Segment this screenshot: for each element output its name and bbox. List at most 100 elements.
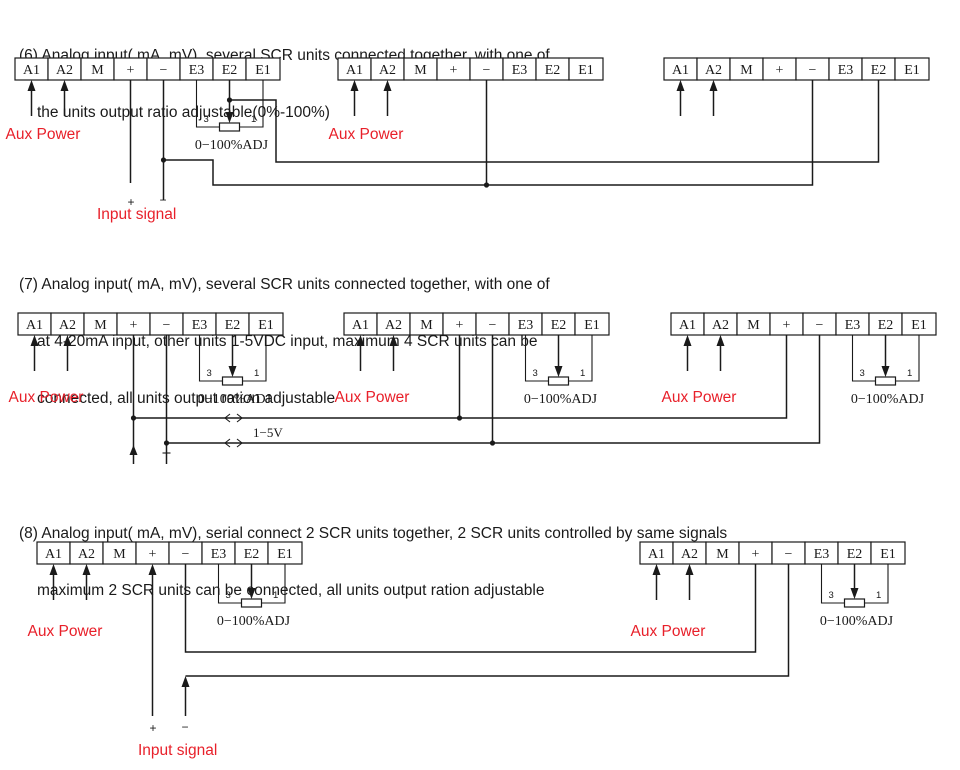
s6-unit3-terminal-7-box: [894, 57, 930, 81]
s6-e2-chain: [229, 80, 880, 163]
s6-plus-sign: +: [128, 195, 135, 209]
s7-unit1-pot-pin1: 1: [254, 368, 259, 379]
s6-unit1-aux-power-label: Aux Power: [6, 126, 81, 143]
s7-volt-label: 1−5V: [253, 425, 283, 440]
s8-unit2-terminal-5-label: E3: [814, 547, 830, 562]
s7-unit3-terminal-0-label: A1: [679, 318, 696, 333]
s7-unit2-terminal-5-label: E3: [518, 318, 534, 333]
s7-unit1-terminal-6-label: E2: [225, 318, 241, 333]
s6-unit1-terminal-3-label: +: [127, 63, 135, 78]
s7-unit2-pot-pin1: 1: [580, 368, 585, 379]
s8-unit1-terminal-7-label: E1: [277, 547, 293, 562]
s7-minus-junction: [163, 440, 170, 446]
s7-plus-bus: [133, 335, 788, 419]
s7-unit3-adj-label: 0−100%ADJ: [851, 392, 925, 407]
s6-minus-sign: −: [160, 193, 167, 207]
s8-unit1-a1-arrow-head: [49, 564, 58, 575]
s6-unit3-terminal-0-label: A1: [672, 63, 689, 78]
s6-unit2-terminal-6-label: E2: [545, 63, 561, 78]
s8-unit2-terminal-7-label: E1: [880, 547, 896, 562]
section-8-heading: (8) Analog input( mA, mV), serial connec…: [19, 486, 727, 619]
s6-unit3-terminal-3-label: +: [776, 63, 784, 78]
s8-unit2-terminal-2-label: M: [716, 547, 729, 562]
s8-unit1-aux-power-label: Aux Power: [28, 623, 103, 640]
s6-unit1-terminal-1-label: A2: [56, 63, 73, 78]
s7-unit1-a1-arrow-head: [30, 335, 39, 346]
s7-unit1-adj-label: 0−100%ADJ: [198, 392, 272, 407]
s6-unit2-terminal-7-box: [568, 57, 604, 81]
s8-unit2-terminal-0-label: A1: [648, 547, 665, 562]
s8-minus-sign: −: [182, 720, 189, 734]
s8-unit1-terminal-3-label: +: [149, 547, 157, 562]
s6-unit1-a2-arrow-head: [60, 80, 69, 91]
s7-unit3-a2-arrow-head: [716, 335, 725, 346]
s7-unit1-terminal-4-label: −: [163, 318, 171, 333]
s8-unit1-a2-arrow-head: [82, 564, 91, 575]
s8-unit2-pot-pin3: 3: [829, 590, 834, 601]
s6-unit3-terminal-6-label: E2: [871, 63, 887, 78]
s7-unit3-pot-resistor: [874, 376, 897, 386]
section-6-line-2: the units output ratio adjustable(0%-100…: [37, 104, 330, 121]
s8-minus-input-head: [181, 676, 190, 687]
s6-unit2-terminal-4-label: −: [483, 63, 491, 78]
s8-unit1-terminal-1-label: A2: [78, 547, 95, 562]
s8-unit2-terminal-1-label: A2: [681, 547, 698, 562]
s7-unit3-a1-arrow-head: [683, 335, 692, 346]
s6-unit1-a1-arrow-head: [27, 80, 36, 91]
s8-unit2-minus-return: [185, 564, 790, 677]
section-7-line-3: connected, all units output ration adjus…: [37, 390, 336, 407]
s8-unit1-terminal-2-label: M: [113, 547, 126, 562]
s6-unit2-aux-power-label: Aux Power: [329, 126, 404, 143]
s7-unit2-pot-resistor: [547, 376, 570, 386]
s7-unit1-pot-resistor: [221, 376, 244, 386]
section-7-line-1: (7) Analog input( mA, mV), several SCR u…: [19, 276, 550, 293]
s8-unit1-pot-resistor: [240, 598, 263, 608]
s7-unit3-pot-pin1: 1: [907, 368, 912, 379]
s7-unit1-terminal-7-label: E1: [258, 318, 274, 333]
s7-unit2-terminal-1-label: A2: [385, 318, 402, 333]
s7-unit2-terminal-2-label: M: [420, 318, 433, 333]
s7-unit1-terminal-2-label: M: [94, 318, 107, 333]
s8-unit1-pot-wiper-head: [247, 588, 256, 599]
s7-unit2-pot-pin3: 3: [533, 368, 538, 379]
s8-unit2-pot-wiper-head: [850, 588, 859, 599]
section-8-line-1: (8) Analog input( mA, mV), serial connec…: [19, 525, 728, 542]
s6-unit3-terminal-7-label: E1: [904, 63, 920, 78]
s8-plus-input-head: [148, 564, 157, 575]
s7-unit1-terminal-3-label: +: [130, 318, 138, 333]
s7-unit3-aux-power-label: Aux Power: [662, 389, 737, 406]
s6-unit2-terminal-0-label: A1: [346, 63, 363, 78]
s8-unit2-terminal-4-label: −: [785, 547, 793, 562]
s6-unit1-terminal-5-label: E3: [189, 63, 205, 78]
s6-unit2-a1-arrow-head: [350, 80, 359, 91]
s7-unit3-terminal-7-label: E1: [911, 318, 927, 333]
s7-unit3-pot-wiper-head: [881, 366, 890, 377]
s7-unit2-terminal-4-label: −: [489, 318, 497, 333]
s6-unit3-terminal-4-label: −: [809, 63, 817, 78]
s7-unit1-pot-pin3: 3: [207, 368, 212, 379]
s6-unit1-pot-resistor: [218, 122, 241, 132]
s7-unit2-terminal-6-label: E2: [551, 318, 567, 333]
s6-unit1-pot-pin1: 1: [251, 114, 256, 125]
s7-break-minus-left: [224, 438, 231, 448]
section-7-line-2: at 4-20mA input, other units 1-5VDC inpu…: [37, 333, 538, 350]
s6-unit1-terminal-2-label: M: [91, 63, 104, 78]
s8-unit1-terminal-6-label: E2: [244, 547, 260, 562]
s7-break-minus-right: [236, 438, 243, 448]
s7-unit3-terminal-1-label: A2: [712, 318, 729, 333]
s6-unit3-a1-arrow-head: [676, 80, 685, 91]
s8-unit2-terminal-3-label: +: [752, 547, 760, 562]
s7-unit1-a2-arrow-head: [63, 335, 72, 346]
s7-minus-bus: [166, 335, 821, 444]
s8-unit2-pot-resistor: [843, 598, 866, 608]
s6-unit2-terminal-7-label: E1: [578, 63, 594, 78]
section-8-line-2: maximum 2 SCR units can be connected, al…: [37, 582, 545, 599]
s6-unit1-pot-pin3: 3: [204, 114, 209, 125]
s8-unit2-aux-power-label: Aux Power: [631, 623, 706, 640]
s7-unit2-terminal-3-label: +: [456, 318, 464, 333]
s7-unit2-a2-arrow-head: [389, 335, 398, 346]
s7-unit3-pot-pin3: 3: [860, 368, 865, 379]
s7-unit3-terminal-6-label: E2: [878, 318, 894, 333]
s7-unit2-plus-junction: [456, 415, 463, 421]
